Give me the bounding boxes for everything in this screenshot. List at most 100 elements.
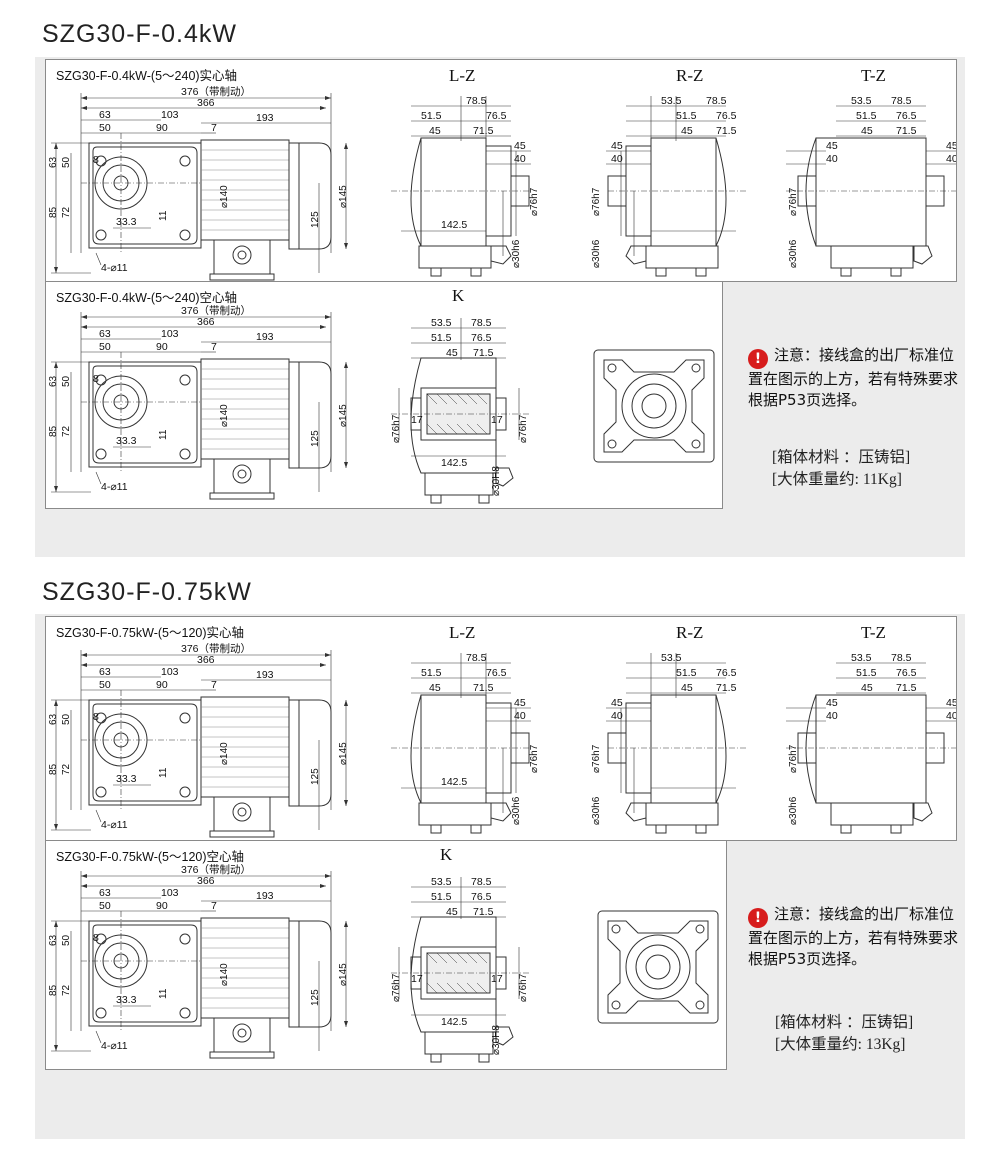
svg-text:⌀76h7: ⌀76h7 [518, 414, 529, 443]
svg-text:50: 50 [61, 375, 72, 387]
svg-text:⌀145: ⌀145 [338, 742, 349, 765]
svg-text:17: 17 [411, 973, 423, 985]
svg-text:⌀76h7: ⌀76h7 [591, 187, 602, 216]
svg-text:376（带制动）: 376（带制动） [181, 304, 251, 317]
svg-text:17: 17 [491, 414, 503, 426]
solid-shaft-svg: 376（带制动） 366 63 103 50 90 7 193 8 33.3 4… [48, 642, 956, 838]
svg-text:40: 40 [826, 153, 838, 165]
svg-text:11: 11 [158, 429, 169, 440]
svg-text:366: 366 [197, 654, 215, 666]
svg-text:90: 90 [156, 679, 168, 691]
solid-shaft-label: SZG30-F-0.75kW-(5～120)实心轴 [56, 626, 245, 640]
svg-text:142.5: 142.5 [441, 219, 467, 231]
svg-text:50: 50 [61, 934, 72, 946]
svg-text:78.5: 78.5 [466, 95, 487, 107]
svg-text:⌀30h6: ⌀30h6 [511, 796, 522, 825]
weight-text: [大体重量约: 13Kg] [775, 1036, 906, 1053]
wiring-note: !注意：接线盒的出厂标准位置在图示的上方，若有特殊要求根据P53页选择。 [748, 346, 959, 409]
svg-text:376（带制动）: 376（带制动） [181, 863, 251, 876]
svg-text:45: 45 [681, 682, 693, 694]
svg-text:4-⌀11: 4-⌀11 [101, 481, 128, 493]
svg-text:103: 103 [161, 887, 179, 899]
svg-text:8: 8 [93, 373, 99, 385]
section-panel: SZG30-F-0.4kW-(5～240)实心轴 376（带制动） 366 63… [35, 57, 965, 557]
view-label-k: K [452, 286, 465, 305]
svg-text:40: 40 [946, 153, 956, 165]
section-panel: SZG30-F-0.75kW-(5～120)实心轴 376（带制动） 366 6… [35, 614, 965, 1139]
svg-text:40: 40 [611, 710, 623, 722]
svg-text:63: 63 [48, 934, 59, 946]
wiring-note: !注意：接线盒的出厂标准位置在图示的上方，若有特殊要求根据P53页选择。 [748, 905, 959, 968]
svg-text:51.5: 51.5 [676, 667, 697, 679]
spec-info: [箱体材料 ：压铸铝] [大体重量约: 11Kg] [772, 447, 910, 491]
view-label-lz: L-Z [449, 623, 476, 642]
svg-text:45: 45 [514, 697, 526, 709]
svg-text:71.5: 71.5 [473, 682, 494, 694]
svg-text:193: 193 [256, 331, 274, 343]
hollow-shaft-label: SZG30-F-0.75kW-(5～120)空心轴 [56, 850, 245, 864]
svg-text:53.5: 53.5 [431, 317, 452, 329]
svg-text:53.5: 53.5 [661, 95, 682, 107]
svg-text:⌀76h7: ⌀76h7 [788, 744, 799, 773]
svg-text:4-⌀11: 4-⌀11 [101, 819, 128, 831]
svg-text:366: 366 [197, 316, 215, 328]
svg-text:11: 11 [158, 988, 169, 999]
svg-text:76.5: 76.5 [716, 110, 737, 122]
svg-text:366: 366 [197, 97, 215, 109]
svg-text:50: 50 [99, 679, 111, 691]
svg-text:63: 63 [48, 375, 59, 387]
section-title: SZG30-F-0.4kW [42, 20, 237, 48]
spec-info: [箱体材料 ：压铸铝] [大体重量约: 13Kg] [775, 1012, 913, 1056]
svg-text:76.5: 76.5 [471, 332, 492, 344]
svg-text:8: 8 [93, 711, 99, 723]
svg-text:8: 8 [93, 932, 99, 944]
svg-text:45: 45 [446, 906, 458, 918]
svg-text:103: 103 [161, 666, 179, 678]
svg-text:90: 90 [156, 341, 168, 353]
svg-text:125: 125 [310, 989, 321, 1006]
svg-text:⌀30h6: ⌀30h6 [591, 239, 602, 268]
svg-text:85: 85 [48, 425, 59, 437]
svg-text:90: 90 [156, 900, 168, 912]
svg-text:71.5: 71.5 [716, 125, 737, 137]
svg-text:45: 45 [946, 697, 956, 709]
svg-text:33.3: 33.3 [116, 773, 137, 785]
svg-text:71.5: 71.5 [473, 125, 494, 137]
view-label-rz: R-Z [676, 66, 704, 85]
svg-text:11: 11 [158, 210, 169, 221]
weight-text: [大体重量约: 11Kg] [772, 471, 902, 488]
svg-text:125: 125 [310, 768, 321, 785]
svg-text:⌀76h7: ⌀76h7 [788, 187, 799, 216]
svg-text:85: 85 [48, 984, 59, 996]
svg-text:76.5: 76.5 [896, 110, 917, 122]
svg-text:85: 85 [48, 206, 59, 218]
svg-text:51.5: 51.5 [856, 667, 877, 679]
view-label-k: K [440, 845, 453, 864]
svg-text:51.5: 51.5 [431, 332, 452, 344]
svg-text:⌀145: ⌀145 [338, 185, 349, 208]
svg-text:142.5: 142.5 [441, 1016, 467, 1028]
svg-text:7: 7 [211, 341, 217, 353]
svg-text:51.5: 51.5 [676, 110, 697, 122]
svg-text:7: 7 [211, 679, 217, 691]
svg-text:78.5: 78.5 [706, 95, 727, 107]
svg-text:40: 40 [514, 153, 526, 165]
svg-text:45: 45 [861, 682, 873, 694]
solid-shaft-drawing: SZG30-F-0.4kW-(5～240)实心轴 376（带制动） 366 63… [45, 59, 957, 282]
svg-text:⌀76h7: ⌀76h7 [391, 973, 402, 1002]
svg-text:⌀140: ⌀140 [219, 963, 230, 986]
svg-text:11: 11 [158, 767, 169, 778]
svg-text:⌀76h7: ⌀76h7 [391, 414, 402, 443]
svg-text:78.5: 78.5 [471, 317, 492, 329]
svg-text:78.5: 78.5 [471, 876, 492, 888]
svg-text:⌀30h6: ⌀30h6 [591, 796, 602, 825]
svg-text:45: 45 [429, 682, 441, 694]
svg-text:63: 63 [99, 109, 111, 121]
svg-text:51.5: 51.5 [421, 667, 442, 679]
svg-text:7: 7 [211, 122, 217, 134]
svg-text:76.5: 76.5 [486, 667, 507, 679]
svg-text:193: 193 [256, 890, 274, 902]
svg-text:17: 17 [491, 973, 503, 985]
svg-text:53.5: 53.5 [661, 652, 682, 664]
svg-text:71.5: 71.5 [473, 906, 494, 918]
